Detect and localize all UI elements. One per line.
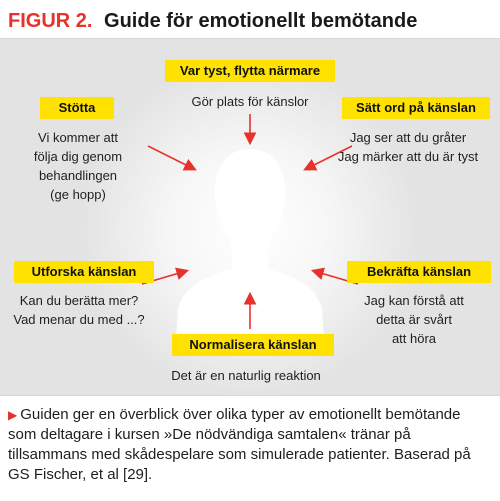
- node-bottom-right-label: Bekräfta känslan: [347, 261, 491, 283]
- caption-text: Guiden ger en överblick över olika typer…: [8, 406, 471, 483]
- node-bottom-right-text-2: detta är svårt: [376, 312, 452, 327]
- node-bottom-label: Normalisera känslan: [172, 334, 334, 356]
- triangle-right-icon: ▶: [8, 408, 18, 422]
- node-top-left-text-4: (ge hopp): [50, 187, 106, 202]
- node-bottom-right-text-3: att höra: [391, 331, 437, 346]
- node-top-right-text-1: Jag ser att du gråter: [349, 130, 467, 145]
- arrows: [141, 114, 359, 329]
- node-top-left-text-2: följa dig genom: [33, 149, 123, 164]
- node-top-left-text-1: Vi kommer att: [38, 130, 118, 145]
- diagram-panel: Var tyst, flytta närmare Gör plats för k…: [0, 38, 500, 396]
- node-top-label: Var tyst, flytta närmare: [165, 60, 335, 82]
- figure-header: FIGUR 2. Guide för emotionellt bemötande: [8, 6, 492, 36]
- node-top-right-label: Sätt ord på känslan: [342, 97, 490, 119]
- node-bottom-left-text-2: Vad menar du med ...?: [13, 312, 145, 327]
- node-bottom-right-text-1: Jag kan förstå att: [364, 293, 464, 308]
- node-top-left-label: Stötta: [40, 97, 114, 119]
- node-top-right-text-2: Jag märker att du är tyst: [337, 149, 479, 164]
- person-silhouette-icon: [176, 149, 324, 339]
- node-bottom-left-label: Utforska känslan: [14, 261, 154, 283]
- node-top-text-1: Gör plats för känslor: [191, 94, 309, 109]
- node-bottom-left-text-1: Kan du berätta mer?: [19, 293, 139, 308]
- arrow-top-right: [303, 145, 353, 171]
- node-top-left-text-3: behandlingen: [38, 168, 118, 183]
- figure-number: FIGUR 2.: [8, 10, 93, 32]
- arrow-top-left: [147, 145, 197, 171]
- node-bottom-text-1: Det är en naturlig reaktion: [171, 368, 321, 383]
- figure-title: Guide för emotionellt bemötande: [104, 10, 418, 32]
- figure-caption: ▶Guiden ger en överblick över olika type…: [8, 405, 492, 485]
